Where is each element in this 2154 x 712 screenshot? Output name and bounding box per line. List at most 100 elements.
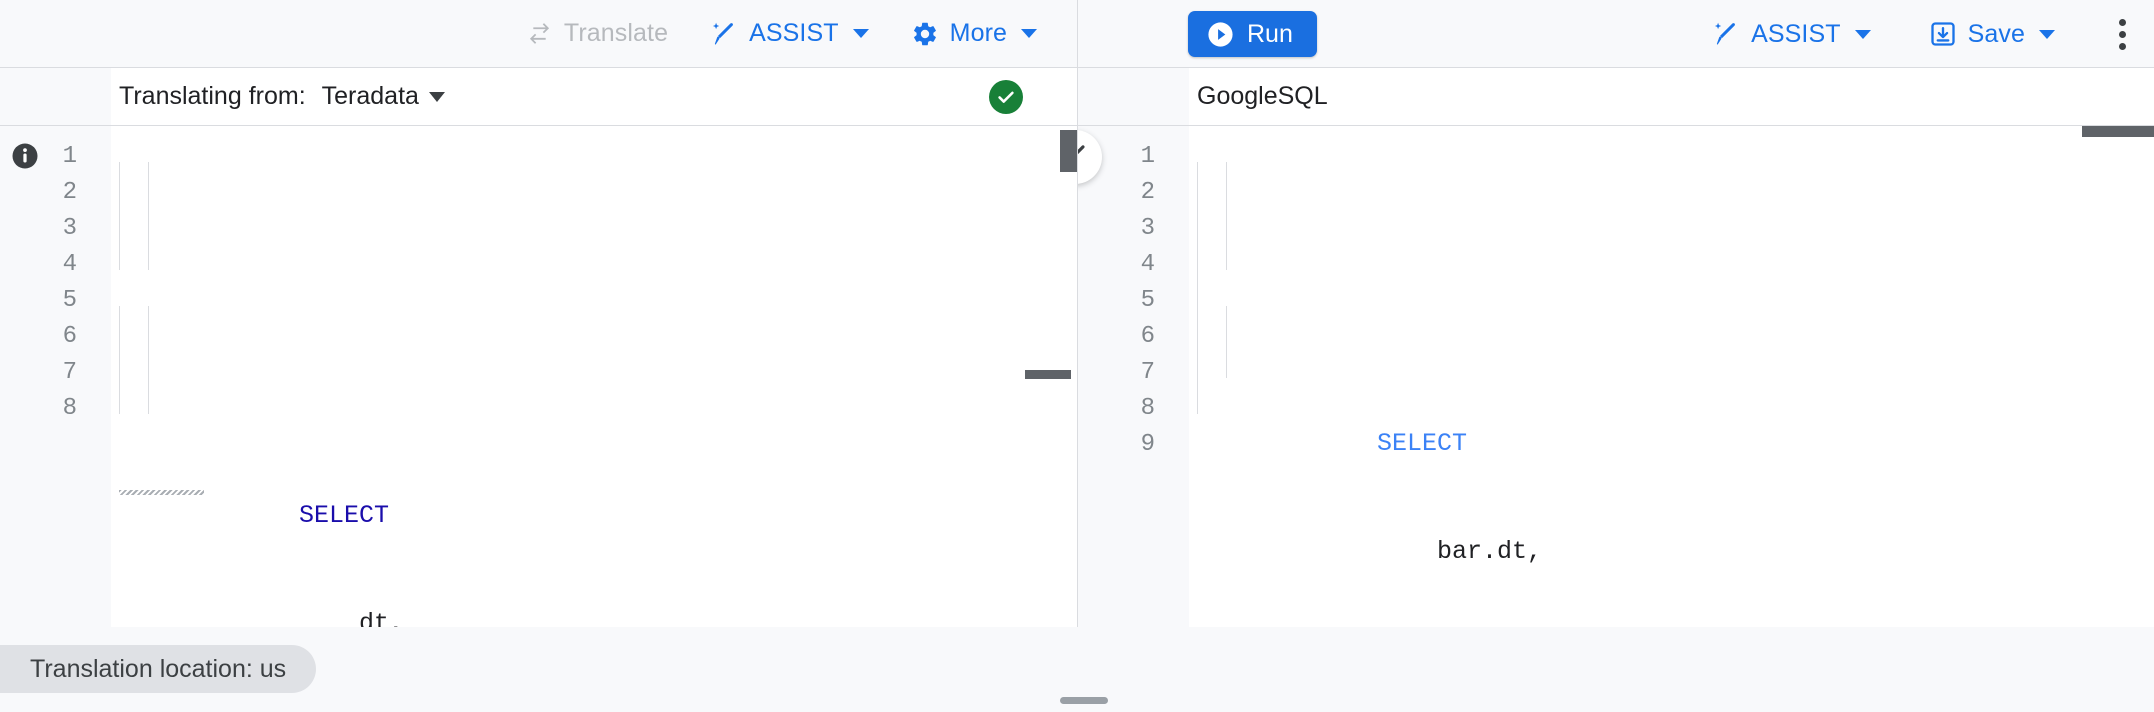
code-line: bar.dt2 bbox=[1189, 606, 2154, 627]
indent-guide bbox=[1226, 306, 1227, 378]
gutter-row: 8 bbox=[0, 390, 111, 426]
source-gutter: 1 2 3 4 5 bbox=[0, 126, 111, 627]
line-number: 7 bbox=[1140, 358, 1155, 386]
line-number: 7 bbox=[62, 358, 77, 386]
line-number: 9 bbox=[1140, 430, 1155, 458]
target-code-area[interactable]: SELECT bar.dt, bar.dt2 FROM foo.bar ORDE… bbox=[1189, 126, 2154, 627]
line-number: 4 bbox=[1140, 250, 1155, 278]
gutter-row: 1 bbox=[0, 138, 111, 174]
code-text: dt, bbox=[299, 609, 405, 627]
assist-button-right[interactable]: ASSIST bbox=[1708, 14, 1875, 55]
source-header-body: Translating from: Teradata bbox=[111, 68, 1077, 125]
indent-guide bbox=[148, 306, 149, 378]
save-button[interactable]: Save bbox=[1925, 14, 2059, 55]
chevron-down-icon bbox=[1854, 29, 1871, 39]
check-circle-icon bbox=[989, 79, 1023, 114]
indent-guide bbox=[1197, 162, 1198, 378]
line-number: 1 bbox=[1140, 142, 1155, 170]
line-number: 5 bbox=[1140, 286, 1155, 314]
gear-icon bbox=[911, 20, 939, 48]
gutter-row: 5 bbox=[0, 282, 111, 318]
chevron-down-icon bbox=[852, 29, 869, 38]
kebab-dot bbox=[2119, 18, 2126, 26]
kebab-menu-icon[interactable] bbox=[2109, 11, 2136, 58]
more-button[interactable]: More bbox=[907, 13, 1041, 54]
line-number: 6 bbox=[62, 322, 77, 350]
translate-button[interactable]: Translate bbox=[522, 13, 672, 54]
line-number: 2 bbox=[1140, 178, 1155, 206]
error-squiggle-icon bbox=[119, 490, 204, 495]
assist-label-left: ASSIST bbox=[749, 19, 839, 47]
more-label: More bbox=[949, 19, 1007, 47]
gutter-row: 9 bbox=[1078, 426, 1189, 462]
target-header-gutter bbox=[1078, 68, 1189, 125]
run-button[interactable]: Run bbox=[1188, 11, 1317, 57]
gutter-row: 7 bbox=[0, 354, 111, 390]
source-vertical-scrollbar-thumb[interactable] bbox=[1060, 130, 1077, 172]
play-circle-icon bbox=[1206, 20, 1235, 49]
panel-resize-handle[interactable] bbox=[1060, 697, 1108, 704]
gutter-row: 4 bbox=[0, 246, 111, 282]
code-line: bar.dt, bbox=[1189, 498, 2154, 566]
gutter-row: 3 bbox=[0, 210, 111, 246]
gutter-row: 6 bbox=[0, 318, 111, 354]
gutter-row: 1 bbox=[1078, 138, 1189, 174]
kebab-dot bbox=[2119, 42, 2126, 50]
target-header-body: GoogleSQL bbox=[1189, 68, 2154, 125]
translate-swap-icon bbox=[526, 20, 553, 47]
line-number: 5 bbox=[62, 286, 77, 314]
source-horizontal-scrollbar-thumb[interactable] bbox=[1025, 370, 1071, 379]
indent-guide bbox=[119, 378, 120, 414]
gutter-row: 3 bbox=[1078, 210, 1189, 246]
indent-guide bbox=[119, 162, 120, 270]
line-number: 2 bbox=[62, 178, 77, 206]
translation-location-chip: Translation location: us bbox=[0, 645, 317, 693]
indent-guide bbox=[1226, 162, 1227, 270]
code-line: SELECT bbox=[111, 462, 1077, 530]
target-pane: GoogleSQL 1 bbox=[1078, 68, 2154, 627]
info-icon[interactable] bbox=[0, 141, 50, 171]
kebab-dot bbox=[2119, 30, 2126, 38]
line-number: 1 bbox=[62, 142, 77, 170]
source-language-dropdown[interactable]: Teradata bbox=[322, 82, 445, 111]
chevron-down-icon bbox=[428, 91, 445, 102]
toolbar-right-actions: ASSIST Save bbox=[1708, 0, 2136, 68]
indent-guide bbox=[1197, 378, 1198, 414]
chevron-down-icon bbox=[1021, 29, 1037, 38]
line-number: 4 bbox=[62, 250, 77, 278]
code-line: dt, bbox=[111, 570, 1077, 627]
translate-label: Translate bbox=[563, 19, 669, 47]
gutter-row: 2 bbox=[0, 174, 111, 210]
code-text: bar.dt, bbox=[1377, 537, 1543, 566]
source-pane: Translating from: Teradata bbox=[0, 68, 1078, 627]
target-pane-header: GoogleSQL bbox=[1078, 68, 2154, 126]
assist-label-right: ASSIST bbox=[1751, 19, 1841, 48]
line-number: 8 bbox=[62, 394, 77, 422]
magic-wand-icon bbox=[1712, 20, 1740, 48]
target-horizontal-scrollbar-thumb[interactable] bbox=[2082, 126, 2154, 137]
source-code-area[interactable]: SELECT dt, dt2 FROM foo.bar ORDER BY bbox=[111, 126, 1077, 627]
code-text: SELECT bbox=[1377, 429, 1468, 458]
assist-button-left[interactable]: ASSIST bbox=[706, 13, 873, 54]
code-line: SELECT bbox=[1189, 390, 2154, 458]
source-editor[interactable]: 1 2 3 4 5 bbox=[0, 126, 1077, 627]
target-editor[interactable]: 1 2 3 4 5 6 bbox=[1078, 126, 2154, 627]
chevron-down-icon bbox=[2039, 29, 2055, 39]
line-number: 3 bbox=[1140, 214, 1155, 242]
gutter-row: 4 bbox=[1078, 246, 1189, 282]
indent-guide bbox=[119, 306, 120, 378]
gutter-row: 7 bbox=[1078, 354, 1189, 390]
save-download-icon bbox=[1929, 20, 1957, 48]
target-language-label: GoogleSQL bbox=[1197, 82, 1328, 110]
translating-from-label: Translating from: bbox=[119, 82, 306, 110]
source-pane-header: Translating from: Teradata bbox=[0, 68, 1077, 126]
editor-panes: Translating from: Teradata bbox=[0, 68, 2154, 627]
magic-wand-icon bbox=[710, 20, 738, 48]
gutter-row: 6 bbox=[1078, 318, 1189, 354]
source-header-gutter bbox=[0, 68, 111, 125]
indent-guide bbox=[148, 162, 149, 270]
target-gutter: 1 2 3 4 5 6 bbox=[1078, 126, 1189, 627]
line-number: 8 bbox=[1140, 394, 1155, 422]
gutter-row: 8 bbox=[1078, 390, 1189, 426]
